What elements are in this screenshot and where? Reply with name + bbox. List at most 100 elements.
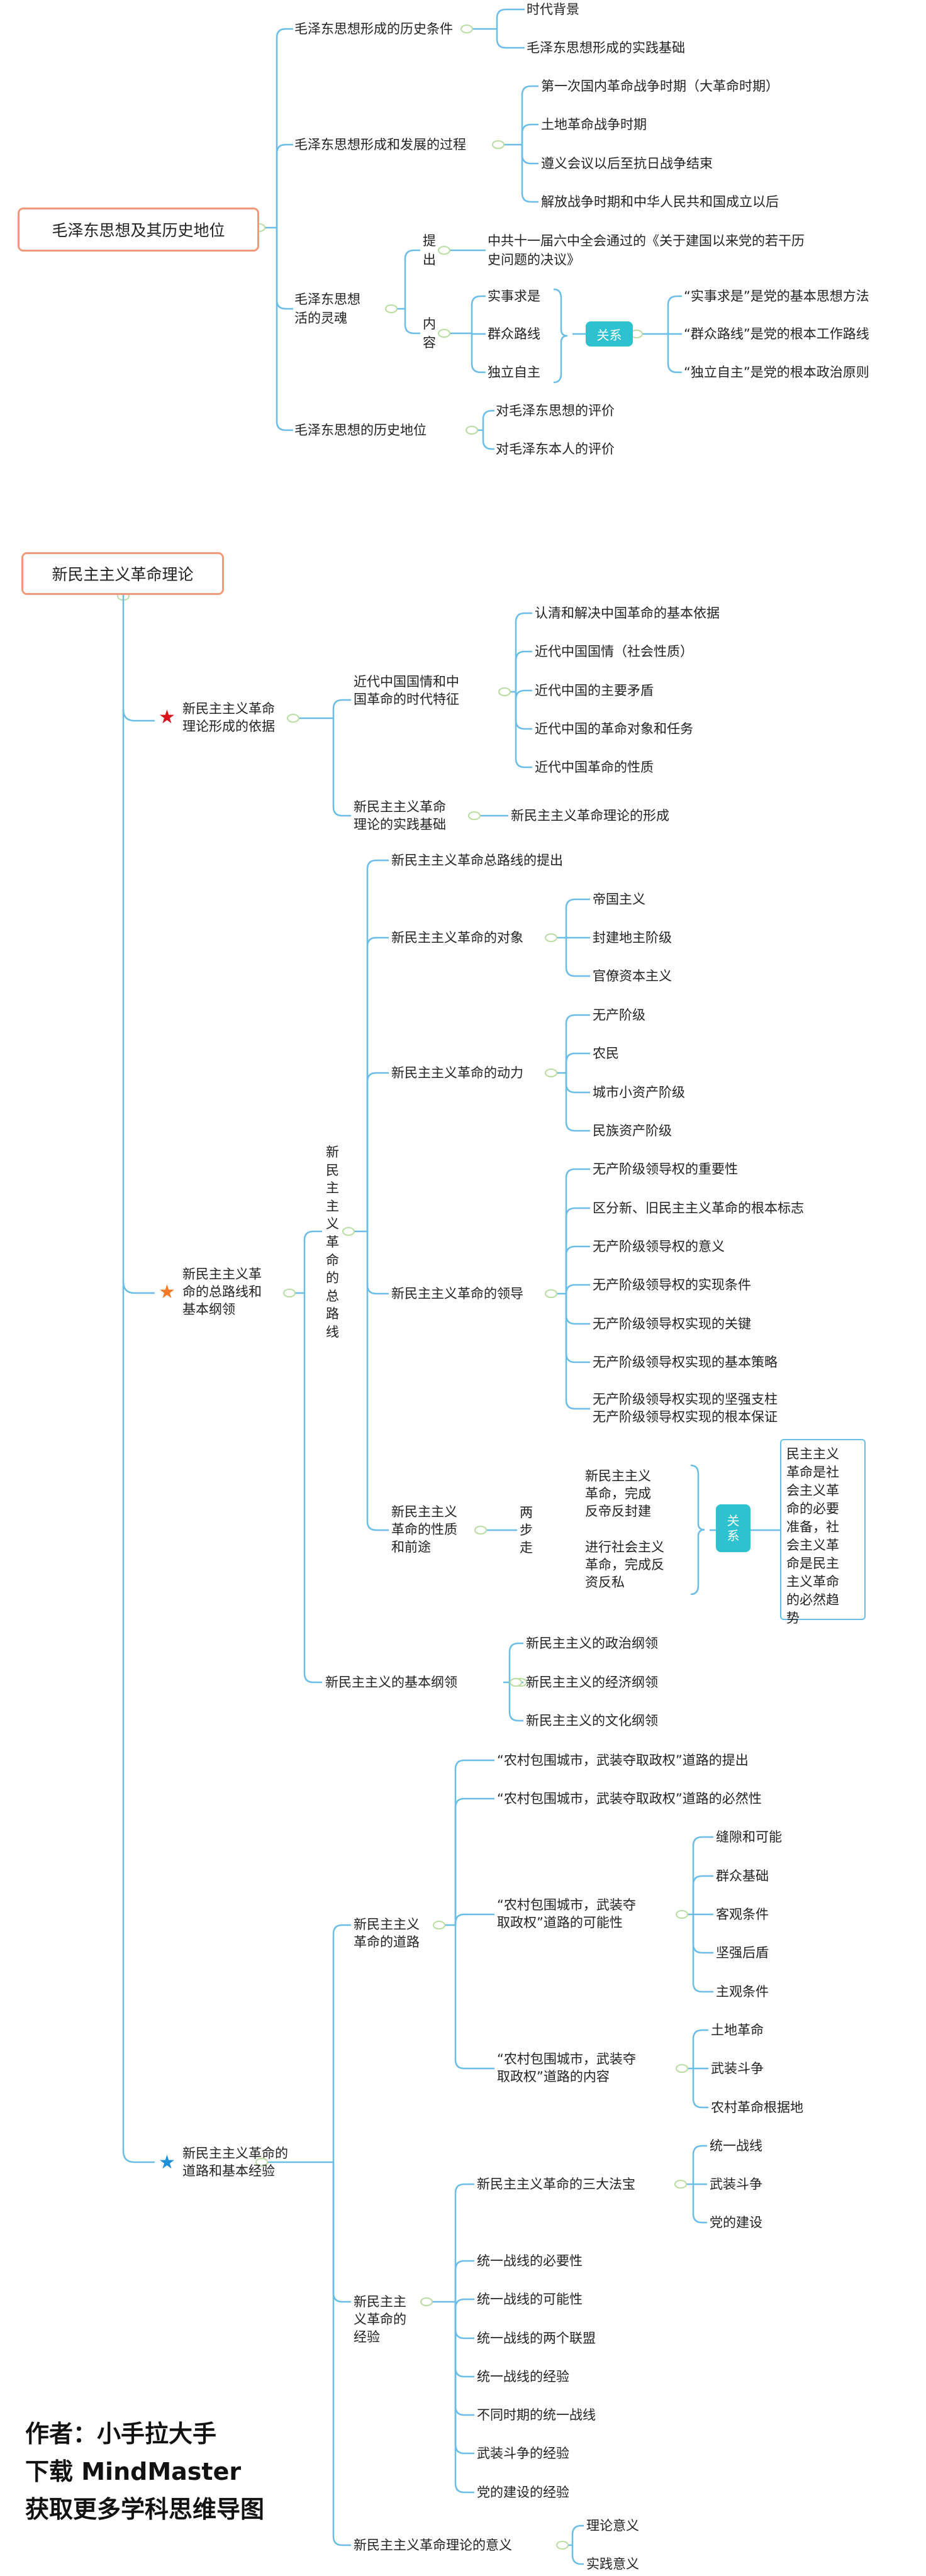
node-practice-basis[interactable]: 毛泽东思想形成的实践基础 bbox=[527, 40, 685, 55]
root-node-mao-thought[interactable]: 毛泽东思想及其历史地位 bbox=[18, 208, 259, 252]
node-content-1[interactable]: 土地革命 bbox=[711, 2023, 764, 2038]
node-theory-formation[interactable]: 新民主主义革命理论的形成 bbox=[511, 808, 669, 823]
node-lead-1[interactable]: 无产阶级领导权的重要性 bbox=[593, 1162, 738, 1177]
collapse-toggle-icon[interactable] bbox=[460, 25, 473, 33]
node-program-1[interactable]: 新民主主义的政治纲领 bbox=[526, 1636, 658, 1651]
node-exp-7[interactable]: 党的建设的经验 bbox=[477, 2485, 569, 2500]
node-experience[interactable]: 新民主主 义革命的 经验 bbox=[354, 2293, 406, 2346]
root-node-new-democracy[interactable]: 新民主主义革命理论 bbox=[21, 552, 224, 595]
node-line-proposal[interactable]: 新民主主义革命总路线的提出 bbox=[391, 853, 563, 868]
node-relation-text-2[interactable]: “群众路线”是党的根本工作路线 bbox=[684, 326, 869, 341]
collapse-toggle-icon[interactable] bbox=[468, 811, 481, 820]
collapse-toggle-icon[interactable] bbox=[438, 329, 450, 338]
node-significance-1[interactable]: 理论意义 bbox=[586, 2518, 639, 2533]
node-three-magic-weapons[interactable]: 新民主主义革命的三大法宝 bbox=[477, 2177, 635, 2192]
node-modern-china[interactable]: 近代中国国情和中 国革命的时代特征 bbox=[354, 673, 459, 708]
node-exp-5[interactable]: 不同时期的统一战线 bbox=[477, 2407, 596, 2423]
node-possibility-2[interactable]: 群众基础 bbox=[716, 1868, 769, 1884]
node-formation-process[interactable]: 毛泽东思想形成和发展的过程 bbox=[294, 137, 466, 152]
node-exp-6[interactable]: 武装斗争的经验 bbox=[477, 2446, 569, 2461]
collapse-toggle-icon[interactable] bbox=[438, 246, 450, 255]
node-relation-text-3[interactable]: “独立自主”是党的根本政治原则 bbox=[684, 365, 869, 380]
node-weapon-2[interactable]: 武装斗争 bbox=[710, 2177, 762, 2192]
node-exp-4[interactable]: 统一战线的经验 bbox=[477, 2369, 569, 2384]
node-theory-significance[interactable]: 新民主主义革命理论的意义 bbox=[354, 2538, 512, 2553]
node-road-proposal[interactable]: “农村包围城市，武装夺取政权”道路的提出 bbox=[497, 1753, 749, 1768]
node-period-1[interactable]: 第一次国内革命战争时期（大革命时期） bbox=[541, 79, 779, 94]
node-historical-status[interactable]: 毛泽东思想的历史地位 bbox=[294, 423, 427, 438]
node-period-2[interactable]: 土地革命战争时期 bbox=[541, 117, 647, 132]
relation-badge-2[interactable]: 关 系 bbox=[716, 1504, 750, 1552]
collapse-toggle-icon[interactable] bbox=[510, 1678, 522, 1687]
node-possibility-5[interactable]: 主观条件 bbox=[716, 1984, 769, 1999]
node-object-3[interactable]: 官僚资本主义 bbox=[593, 969, 672, 984]
node-content-3[interactable]: 农村革命根据地 bbox=[711, 2100, 803, 2115]
node-road-necessity[interactable]: “农村包围城市，武装夺取政权”道路的必然性 bbox=[497, 1791, 762, 1806]
collapse-toggle-icon[interactable] bbox=[545, 1069, 557, 1077]
node-content[interactable]: 内 容 bbox=[423, 314, 436, 352]
node-step-1[interactable]: 新民主主义 革命，完成 反帝反封建 bbox=[585, 1467, 651, 1520]
node-exp-3[interactable]: 统一战线的两个联盟 bbox=[477, 2331, 596, 2346]
node-program-2[interactable]: 新民主主义的经济纲领 bbox=[526, 1675, 658, 1690]
node-two-steps[interactable]: 两 步 走 bbox=[520, 1504, 533, 1557]
node-general-line-vertical[interactable]: 新民主主义革命的总路线 bbox=[326, 1145, 339, 1340]
collapse-toggle-icon[interactable] bbox=[255, 2158, 268, 2167]
collapse-toggle-icon[interactable] bbox=[676, 2064, 688, 2073]
node-eval-thought[interactable]: 对毛泽东思想的评价 bbox=[496, 403, 615, 418]
collapse-toggle-icon[interactable] bbox=[676, 1910, 688, 1919]
collapse-toggle-icon[interactable] bbox=[287, 714, 299, 723]
node-exp-1[interactable]: 统一战线的必要性 bbox=[477, 2253, 583, 2268]
node-step-2[interactable]: 进行社会主义 革命，完成反 资反私 bbox=[585, 1538, 664, 1591]
node-object-2[interactable]: 封建地主阶级 bbox=[593, 930, 672, 945]
node-program-3[interactable]: 新民主主义的文化纲领 bbox=[526, 1713, 658, 1728]
node-revolution-force[interactable]: 新民主主义革命的动力 bbox=[391, 1065, 523, 1080]
node-basic-program[interactable]: 新民主主义的基本纲领 bbox=[325, 1675, 457, 1690]
node-mass-line[interactable]: 群众路线 bbox=[488, 326, 540, 341]
collapse-toggle-icon[interactable] bbox=[545, 933, 557, 942]
node-road-content[interactable]: “农村包围城市，武装夺 取政权”道路的内容 bbox=[497, 2050, 636, 2085]
collapse-toggle-icon[interactable] bbox=[674, 2180, 687, 2189]
node-general-line-program[interactable]: 新民主主义革 命的总路线和 基本纲领 bbox=[182, 1265, 262, 1318]
node-basis-5[interactable]: 近代中国革命的性质 bbox=[535, 760, 654, 775]
node-possibility-4[interactable]: 坚强后盾 bbox=[716, 1945, 769, 1960]
collapse-toggle-icon[interactable] bbox=[545, 1289, 557, 1298]
node-basis-2[interactable]: 近代中国国情（社会性质） bbox=[535, 644, 693, 659]
node-weapon-1[interactable]: 统一战线 bbox=[710, 2138, 762, 2153]
node-basis-3[interactable]: 近代中国的主要矛盾 bbox=[535, 683, 654, 698]
node-proposed[interactable]: 提 出 bbox=[423, 231, 436, 269]
collapse-toggle-icon[interactable] bbox=[466, 426, 478, 435]
node-possibility-3[interactable]: 客观条件 bbox=[716, 1907, 769, 1922]
node-historical-conditions[interactable]: 毛泽东思想形成的历史条件 bbox=[294, 21, 453, 36]
collapse-toggle-icon[interactable] bbox=[420, 2297, 433, 2306]
node-resolution[interactable]: 中共十一届六中全会通过的《关于建国以来党的若干历 史问题的决议》 bbox=[488, 231, 805, 269]
collapse-toggle-icon[interactable] bbox=[492, 140, 505, 149]
node-independence[interactable]: 独立自主 bbox=[488, 365, 540, 380]
relation-badge-1[interactable]: 关系 bbox=[586, 321, 633, 347]
node-era-background[interactable]: 时代背景 bbox=[527, 2, 579, 17]
node-eval-person[interactable]: 对毛泽东本人的评价 bbox=[496, 441, 615, 457]
node-period-3[interactable]: 遵义会议以后至抗日战争结束 bbox=[541, 156, 713, 171]
collapse-toggle-icon[interactable] bbox=[342, 1227, 355, 1236]
node-significance-2[interactable]: 实践意义 bbox=[586, 2557, 639, 2572]
node-lead-2[interactable]: 区分新、旧民主主义革命的根本标志 bbox=[593, 1201, 804, 1216]
node-revolution-leadership[interactable]: 新民主主义革命的领导 bbox=[391, 1286, 523, 1301]
node-exp-2[interactable]: 统一战线的可能性 bbox=[477, 2292, 583, 2307]
node-road-experience[interactable]: 新民主主义革命的 道路和基本经验 bbox=[182, 2145, 288, 2180]
node-force-3[interactable]: 城市小资产阶级 bbox=[593, 1085, 685, 1100]
node-content-2[interactable]: 武装斗争 bbox=[711, 2061, 764, 2076]
node-nature-future[interactable]: 新民主主义 革命的性质 和前途 bbox=[391, 1503, 457, 1556]
node-lead-7-8[interactable]: 无产阶级领导权实现的坚强支柱 无产阶级领导权实现的根本保证 bbox=[593, 1391, 778, 1426]
node-revolution-road[interactable]: 新民主主义 革命的道路 bbox=[354, 1916, 420, 1951]
node-object-1[interactable]: 帝国主义 bbox=[593, 892, 645, 907]
node-basis-4[interactable]: 近代中国的革命对象和任务 bbox=[535, 721, 693, 736]
collapse-toggle-icon[interactable] bbox=[283, 1289, 296, 1297]
node-possibility-1[interactable]: 缝隙和可能 bbox=[716, 1829, 782, 1845]
node-theory-basis[interactable]: 新民主主义革命 理论形成的依据 bbox=[182, 700, 275, 735]
node-revolution-object[interactable]: 新民主主义革命的对象 bbox=[391, 930, 523, 945]
node-force-2[interactable]: 农民 bbox=[593, 1046, 619, 1061]
node-relation-text-1[interactable]: “实事求是”是党的基本思想方法 bbox=[684, 289, 869, 304]
node-living-soul[interactable]: 毛泽东思想 活的灵魂 bbox=[294, 290, 360, 328]
node-lead-3[interactable]: 无产阶级领导权的意义 bbox=[593, 1239, 725, 1254]
node-road-possibility[interactable]: “农村包围城市，武装夺 取政权”道路的可能性 bbox=[497, 1896, 636, 1931]
node-weapon-3[interactable]: 党的建设 bbox=[710, 2215, 762, 2230]
